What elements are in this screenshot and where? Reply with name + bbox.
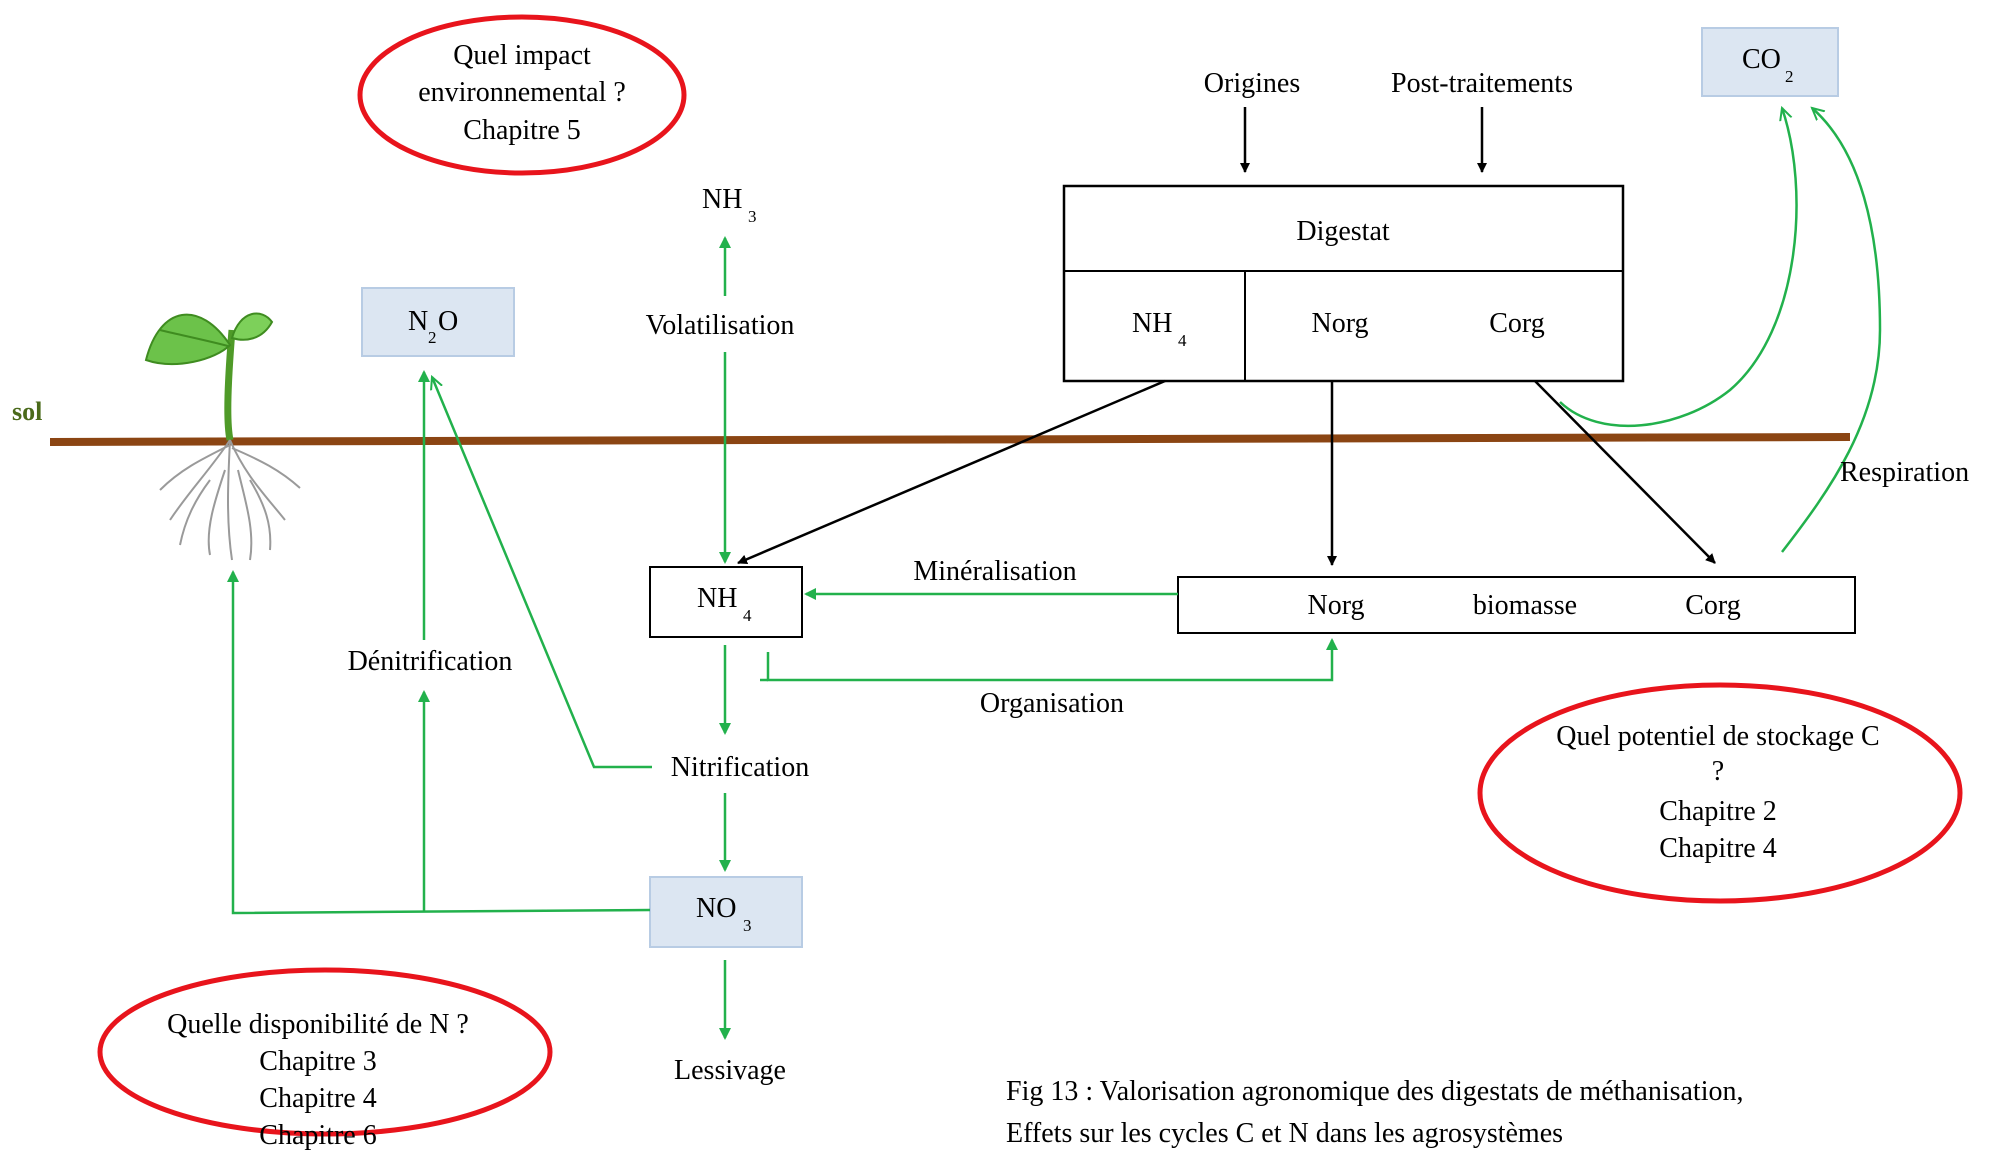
figure-caption-line2: Effets sur les cycles C et N dans les ag… (1006, 1118, 1563, 1149)
biomass-box: Norg biomasse Corg (1177, 576, 1856, 634)
svg-text:environnemental ?: environnemental ? (418, 77, 626, 108)
organisation-label: Organisation (980, 688, 1124, 719)
svg-text:NO: NO (696, 893, 736, 924)
soil-label: sol (12, 397, 42, 426)
digestat-to-corg-arrow (1534, 380, 1716, 564)
svg-text:NH: NH (702, 184, 742, 215)
organisation-arrow (766, 638, 1338, 682)
digestat-corg: Corg (1489, 308, 1545, 339)
svg-text:3: 3 (743, 916, 752, 935)
lessivage-label: Lessivage (674, 1055, 786, 1086)
nitrification-label: Nitrification (671, 752, 809, 783)
digestat-norg: Norg (1311, 308, 1368, 339)
respiration-label: Respiration (1840, 457, 1969, 488)
svg-text:2: 2 (428, 328, 437, 347)
digestat-nh4: NH (1132, 308, 1172, 339)
svg-text:Chapitre 4: Chapitre 4 (259, 1083, 376, 1114)
callout-availability: Quelle disponibilité de N ? Chapitre 3 C… (97, 967, 553, 1151)
mineralisation-label: Minéralisation (913, 556, 1076, 587)
digestat-respiration-curve (1559, 108, 1798, 427)
origins-label: Origines (1204, 68, 1300, 99)
volatilisation-label: Volatilisation (646, 310, 795, 341)
digestat-to-nh4-arrow (737, 379, 1166, 565)
svg-text:Quel potentiel de stockage C: Quel potentiel de stockage C (1556, 721, 1879, 752)
digestat-box: Digestat NH 4 Norg Corg (1062, 184, 1625, 383)
nitrification-to-n2o-arrow (432, 377, 652, 769)
no3-to-plant-arrow (227, 570, 651, 915)
nh4-box: NH 4 (649, 566, 803, 638)
denitrification-label: Dénitrification (348, 646, 513, 677)
post-treatments-label: Post-traitements (1391, 68, 1573, 99)
svg-text:N: N (408, 306, 428, 337)
svg-text:Quel impact: Quel impact (453, 40, 591, 71)
biomass-respiration-curve (1781, 108, 1882, 553)
svg-text:2: 2 (1785, 67, 1794, 86)
svg-text:Quelle disponibilité de N ?: Quelle disponibilité de N ? (167, 1009, 469, 1040)
svg-text:Chapitre 2: Chapitre 2 (1659, 796, 1776, 827)
callout-storage: Quel potentiel de stockage C ? Chapitre … (1477, 682, 1963, 904)
svg-text:4: 4 (1178, 331, 1187, 350)
n2o-box: N 2 O (361, 287, 515, 357)
svg-text:Chapitre 3: Chapitre 3 (259, 1046, 376, 1077)
svg-text:NH: NH (697, 583, 737, 614)
svg-text:Chapitre 4: Chapitre 4 (1659, 833, 1776, 864)
svg-text:O: O (438, 306, 458, 337)
soil-line (49, 433, 1851, 446)
svg-text:Chapitre 5: Chapitre 5 (463, 115, 580, 146)
no3-box: NO 3 (649, 876, 803, 948)
svg-text:CO: CO (1742, 44, 1781, 75)
biomass-norg: Norg (1307, 590, 1364, 621)
nh3-label: NH 3 (702, 184, 757, 226)
plant-icon (144, 312, 301, 561)
svg-text:4: 4 (743, 606, 752, 625)
digestat-title: Digestat (1296, 216, 1390, 247)
biomass-label: biomasse (1473, 590, 1577, 621)
svg-text:3: 3 (748, 207, 757, 226)
co2-box: CO 2 (1701, 27, 1839, 97)
svg-text:?: ? (1712, 756, 1724, 787)
svg-text:Chapitre 6: Chapitre 6 (259, 1120, 376, 1151)
figure-caption-line1: Fig 13 : Valorisation agronomique des di… (1006, 1076, 1744, 1107)
callout-impact: Quel impact environnemental ? Chapitre 5 (357, 14, 687, 176)
biomass-corg: Corg (1685, 590, 1741, 621)
